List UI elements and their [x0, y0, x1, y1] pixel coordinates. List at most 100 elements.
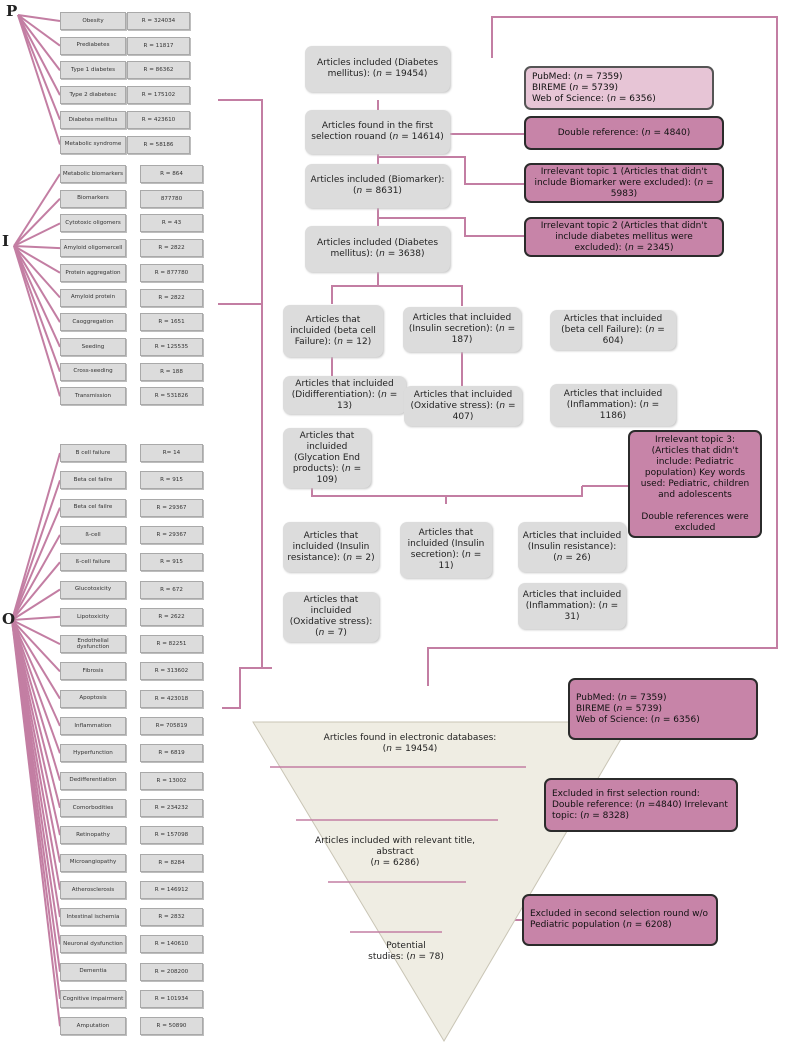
term-label: Prediabetes — [60, 36, 126, 55]
term-label: Obesity — [60, 12, 126, 30]
result-oxidative-stress-a: Articles that incluided (Oxidative stres… — [404, 386, 522, 426]
excluded-second-selection-round: Excluded in second selection round w/o P… — [522, 894, 718, 946]
term-label: Metabolic biomarkers — [60, 165, 126, 183]
term-count: R = 324034 — [127, 12, 190, 30]
result-beta-cell-failure-b: Articles that incluided (beta cell Failu… — [550, 310, 676, 350]
term-label: Type 2 diabetesc — [60, 86, 126, 105]
term-count: R = 140610 — [140, 935, 203, 954]
term-label: Cross-seeding — [60, 362, 126, 381]
step-diabetes-second: Articles included (Diabetes mellitus): (… — [305, 226, 450, 272]
term-count: R = 915 — [140, 553, 203, 572]
term-label: Fibrosis — [60, 662, 126, 681]
term-count: R = 175102 — [127, 86, 190, 105]
term-count: R = 2832 — [140, 908, 203, 927]
term-label: Protein aggregation — [60, 263, 126, 282]
result-didifferentiation: Articles that incluided (Didifferentiati… — [283, 376, 406, 414]
term-count: R = 58186 — [127, 135, 190, 154]
excluded-first-selection-round: Excluded in first selection round: Doubl… — [544, 778, 738, 832]
term-label: Seeding — [60, 337, 126, 356]
term-count: R = 1651 — [140, 313, 203, 332]
term-count: R = 2622 — [140, 607, 203, 626]
term-label: Endothelial dysfunction — [60, 635, 126, 654]
letter-i: I — [2, 232, 10, 250]
term-count: R = 2822 — [140, 239, 203, 258]
term-label: Dementia — [60, 962, 126, 981]
excluded-irrelevant-topic-1: Irrelevant topic 1 (Articles that didn't… — [524, 163, 724, 203]
term-count: R = 86362 — [127, 61, 190, 80]
term-count: R = 43 — [140, 214, 203, 233]
term-count: R = 864 — [140, 165, 203, 183]
term-label: Transmission — [60, 387, 126, 406]
term-count: R = 6819 — [140, 744, 203, 763]
term-count: R = 50890 — [140, 1017, 203, 1036]
term-label: Biomarkers — [60, 189, 126, 208]
term-label: Dedifferentiation — [60, 771, 126, 790]
result-beta-cell-failure-a: Articles that incluided (beta cell Failu… — [283, 305, 383, 357]
term-label: Intestinal ischemia — [60, 908, 126, 927]
term-count: R = 125535 — [140, 337, 203, 356]
term-label: ß-cell — [60, 525, 126, 544]
term-count: R = 423018 — [140, 689, 203, 708]
term-count: R = 101934 — [140, 990, 203, 1008]
result-inflammation-b: Articles that incluided (Inflammation): … — [518, 583, 626, 629]
term-label: Retinopathy — [60, 826, 126, 845]
term-label: Inflammation — [60, 717, 126, 735]
term-count: R = 29367 — [140, 498, 203, 517]
result-inflammation-a: Articles that incluided (Inflammation): … — [550, 384, 676, 426]
term-count: R = 188 — [140, 362, 203, 381]
database-sources-top: PubMed: (n = 7359) BIREME (n = 5739) Web… — [524, 66, 714, 110]
term-label: Apoptosis — [60, 689, 126, 708]
result-glycation-end-products: Articles that incluided (Glycation End p… — [283, 428, 371, 488]
excluded-irrelevant-topic-2: Irrelevant topic 2 (Articles that didn't… — [524, 217, 724, 257]
term-label: Lipotoxicity — [60, 607, 126, 626]
database-sources-bottom: PubMed: (n = 7359) BIREME (n = 5739) Web… — [568, 678, 758, 740]
term-count: R = 2822 — [140, 288, 203, 307]
result-insulin-resistance-a: Articles that incluided (Insulin resista… — [283, 522, 379, 572]
result-insulin-resistance-b: Articles that incluided (Insulin resista… — [518, 522, 626, 572]
term-count: R = 13002 — [140, 771, 203, 790]
term-label: Amyloid protein — [60, 288, 126, 307]
term-label: Metabolic syndrome — [60, 135, 126, 154]
term-count: R = 29367 — [140, 525, 203, 544]
step-first-selection: Articles found in the first selection ro… — [305, 110, 450, 154]
term-label: Glucotoxicity — [60, 580, 126, 599]
term-count: R= 14 — [140, 444, 203, 462]
term-label: Beta cel failre — [60, 471, 126, 490]
term-count: R = 11817 — [127, 36, 190, 55]
funnel-relevant-title-abstract: Articles included with relevant title, a… — [314, 836, 476, 868]
result-oxidative-stress-b: Articles that incluided (Oxidative stres… — [283, 592, 379, 642]
term-count: R = 313602 — [140, 662, 203, 681]
letter-o: O — [2, 610, 16, 628]
term-label: Hyperfunction — [60, 744, 126, 763]
term-label: Diabetes mellitus — [60, 110, 126, 129]
term-label: Beta cel failre — [60, 498, 126, 517]
term-count: R = 531826 — [140, 387, 203, 406]
term-label: Cytotoxic oligomers — [60, 214, 126, 233]
excluded-double-reference: Double reference: (n = 4840) — [524, 116, 724, 150]
result-insulin-secretion-b: Articles that incluided (Insulin secreti… — [400, 522, 492, 578]
step-diabetes-initial: Articles included (Diabetes mellitus): (… — [305, 46, 450, 92]
term-label: Neuronal dysfunction — [60, 935, 126, 954]
term-count: R = 915 — [140, 471, 203, 490]
term-count: R = 157098 — [140, 826, 203, 845]
term-count: R = 82251 — [140, 635, 203, 654]
letter-p: P — [6, 2, 18, 20]
term-label: Caoggregation — [60, 313, 126, 332]
term-count: R = 423610 — [127, 110, 190, 129]
term-count: R = 8284 — [140, 853, 203, 872]
term-label: Comorbodities — [60, 798, 126, 817]
term-label: B cell failure — [60, 444, 126, 462]
excluded-irrelevant-topic-3: Irrelevant topic 3: (Articles that didn'… — [628, 430, 762, 538]
term-count: R = 877780 — [140, 263, 203, 282]
term-label: Amyloid oligomercell — [60, 239, 126, 258]
term-count: R = 146912 — [140, 880, 203, 899]
term-count: 877780 — [140, 189, 203, 208]
term-count: R= 705819 — [140, 717, 203, 735]
term-count: R = 672 — [140, 580, 203, 599]
step-biomarker: Articles included (Biomarker): (n = 8631… — [305, 164, 450, 208]
result-insulin-secretion-a: Articles that incluided (Insulin secreti… — [403, 307, 521, 352]
term-label: Cognitive impairment — [60, 990, 126, 1008]
term-label: Amputation — [60, 1017, 126, 1036]
term-label: Microangiopathy — [60, 853, 126, 872]
